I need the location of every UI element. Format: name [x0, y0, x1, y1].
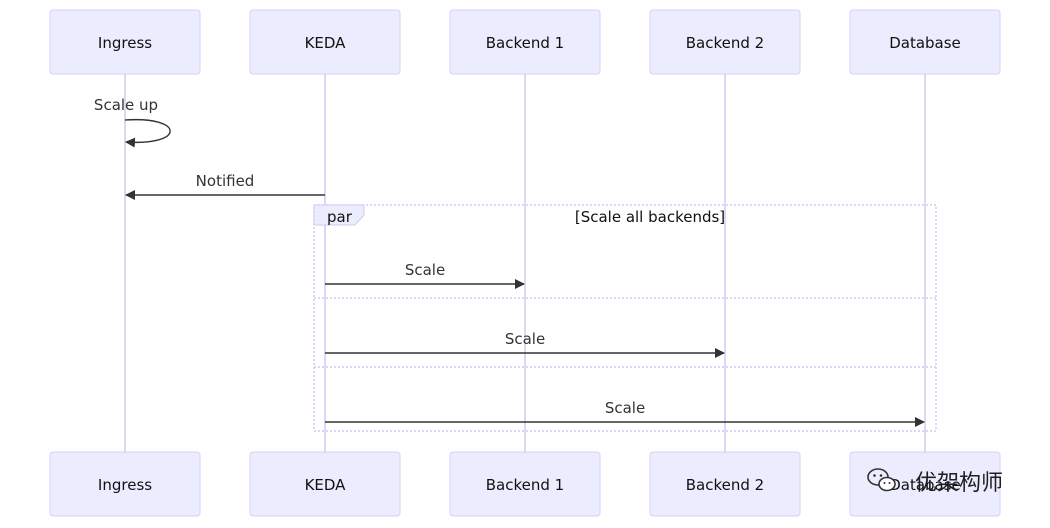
actor-label: Backend 1 — [486, 34, 564, 52]
actor-bottom-ingress: Ingress — [49, 451, 201, 517]
actor-box — [649, 451, 801, 517]
message-label: Scale — [605, 399, 645, 417]
actor-box — [849, 9, 1001, 75]
actor-box — [49, 9, 201, 75]
message-label: Scale — [505, 330, 545, 348]
watermark: 优架构师 — [867, 468, 1003, 496]
actor-bottom-keda: KEDA — [249, 451, 401, 517]
actor-bottom-backend-2: Backend 2 — [649, 451, 801, 517]
message-label: Scale — [405, 261, 445, 279]
par-block: par [Scale all backends] — [313, 204, 937, 432]
actor-top-database: Database — [849, 9, 1001, 75]
message-scale-up-1: Scale up — [94, 96, 171, 148]
actor-bottom-database: Database — [849, 451, 1001, 517]
wechat-icon — [867, 468, 896, 492]
par-keyword: par — [327, 208, 353, 226]
lifelines — [124, 74, 926, 452]
watermark-text: 优架构师 — [915, 471, 1003, 496]
actor-top-backend-1: Backend 1 — [449, 9, 601, 75]
actor-label: Backend 2 — [686, 34, 764, 52]
self-message-arrow — [124, 118, 171, 148]
par-frame — [313, 204, 937, 432]
actor-top-keda: KEDA — [249, 9, 401, 75]
message-scale-3: Scale — [325, 261, 525, 289]
actor-box — [249, 9, 401, 75]
actor-label: Database — [889, 476, 961, 494]
actor-box — [649, 9, 801, 75]
message-scale-5: Scale — [325, 399, 925, 427]
actor-label: Ingress — [98, 476, 152, 494]
actor-label: Backend 1 — [486, 476, 564, 494]
par-tab — [313, 204, 365, 226]
actor-box — [249, 451, 401, 517]
actor-label: Ingress — [98, 34, 152, 52]
actor-box — [49, 451, 201, 517]
actors-bottom: Ingress KEDA Backend 1 Backend 2 Database — [49, 451, 1001, 517]
actor-label: KEDA — [305, 476, 347, 494]
message-notified-2: Notified — [125, 172, 325, 200]
actor-label: KEDA — [305, 34, 347, 52]
message-label: Notified — [196, 172, 255, 190]
actor-top-ingress: Ingress — [49, 9, 201, 75]
actor-label: Backend 2 — [686, 476, 764, 494]
actor-label: Database — [889, 34, 961, 52]
par-condition: [Scale all backends] — [575, 208, 725, 226]
actor-box — [449, 451, 601, 517]
actor-box — [849, 451, 1001, 517]
message-label: Scale up — [94, 96, 158, 114]
actor-bottom-backend-1: Backend 1 — [449, 451, 601, 517]
actor-top-backend-2: Backend 2 — [649, 9, 801, 75]
actors-top: Ingress KEDA Backend 1 Backend 2 Database — [49, 9, 1001, 75]
actor-box — [449, 9, 601, 75]
message-scale-4: Scale — [325, 330, 725, 358]
